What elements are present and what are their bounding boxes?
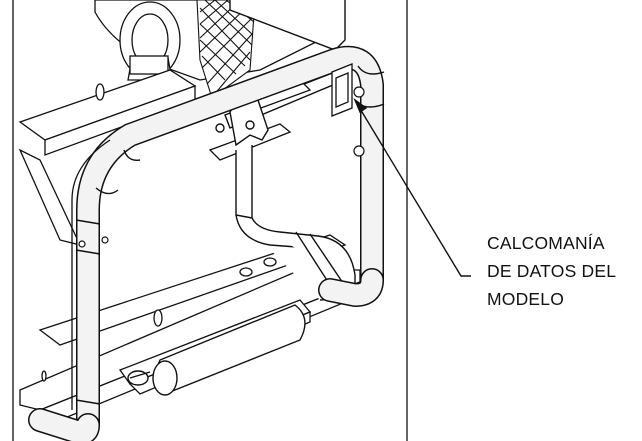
rear-tube-left [71, 139, 111, 410]
handle-bracket [215, 98, 356, 301]
drawing-border [12, 0, 408, 441]
frame-bolts [78, 86, 365, 248]
tube-joint-bands [75, 65, 385, 405]
callout-line-2: DE DATOS DEL [487, 261, 617, 281]
air-grille [196, 0, 256, 99]
callout-line-3: MODELO [487, 289, 565, 309]
tubular-frame [28, 45, 384, 441]
model-data-decal [331, 63, 353, 117]
callout-line-1: CALCOMANÍA [487, 233, 605, 253]
callout-leader [353, 97, 471, 277]
model-decal-callout-label: CALCOMANÍA DE DATOS DEL MODELO [487, 229, 639, 313]
handle-grip-roller [127, 304, 306, 396]
